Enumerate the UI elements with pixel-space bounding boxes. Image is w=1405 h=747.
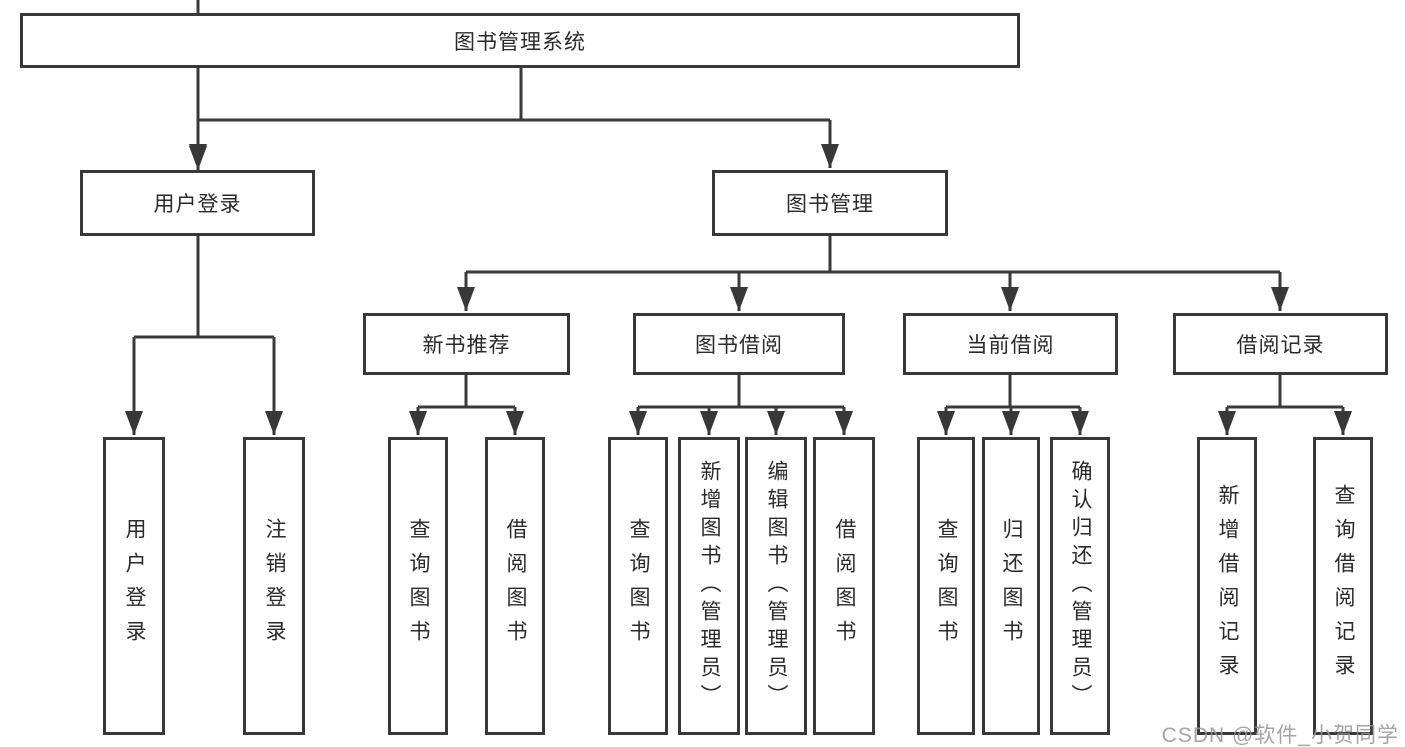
leaf-query-books-current: 查询图书 xyxy=(917,437,975,735)
leaf-query-books-borrowing: 查询图书 xyxy=(608,437,668,735)
node-label: 新书推荐 xyxy=(422,334,511,357)
node-label: 图书管理 xyxy=(786,193,874,216)
node-label: 新增图书（管理员） xyxy=(698,460,721,712)
node-label: 新增借阅记录 xyxy=(1216,484,1239,688)
node-label: 查询图书 xyxy=(407,518,430,654)
node-label: 用户登录 xyxy=(153,193,242,216)
node-label: 注销登录 xyxy=(263,518,286,654)
connector-borrow-records-to-leaves xyxy=(1218,375,1352,435)
csdn-watermark: CSDN @软件_小贺同学 xyxy=(1161,724,1399,747)
node-label: 查询借阅记录 xyxy=(1332,484,1355,688)
connector-user-login-to-leaves xyxy=(125,236,283,435)
node-label: 用户登录 xyxy=(123,518,146,654)
leaf-borrow-books-recommendation: 借阅图书 xyxy=(485,437,545,735)
leaf-edit-book-admin: 编辑图书（管理员） xyxy=(745,437,807,735)
node-label: 当前借阅 xyxy=(966,334,1055,357)
node-label: 查询图书 xyxy=(627,518,650,654)
node-label: 借阅图书 xyxy=(504,518,527,654)
leaf-confirm-return-admin: 确认归还（管理员） xyxy=(1050,437,1110,735)
connector-root-to-level2 xyxy=(189,0,839,170)
leaf-return-book: 归还图书 xyxy=(982,437,1040,735)
leaf-add-book-admin: 新增图书（管理员） xyxy=(678,437,740,735)
node-book-borrowing: 图书借阅 xyxy=(633,313,845,375)
node-label: 编辑图书（管理员） xyxy=(765,460,788,712)
node-label: 图书管理系统 xyxy=(454,30,586,54)
node-label: 确认归还（管理员） xyxy=(1069,460,1092,712)
node-book-management: 图书管理 xyxy=(712,170,948,236)
connector-book-mgmt-to-level3 xyxy=(457,236,1289,311)
node-user-login: 用户登录 xyxy=(80,170,315,236)
node-current-borrowing: 当前借阅 xyxy=(903,313,1118,375)
node-library-management-system: 图书管理系统 xyxy=(20,13,1020,68)
node-borrowing-records: 借阅记录 xyxy=(1173,313,1388,375)
leaf-logout: 注销登录 xyxy=(243,437,305,735)
node-label: 借阅记录 xyxy=(1236,334,1325,357)
leaf-query-borrow-record: 查询借阅记录 xyxy=(1313,437,1373,735)
node-label: 图书借阅 xyxy=(695,334,783,357)
node-label: 借阅图书 xyxy=(833,518,856,654)
connector-new-book-rec-to-leaves xyxy=(409,375,524,435)
leaf-borrow-books-borrowing: 借阅图书 xyxy=(813,437,875,735)
leaf-query-books-recommendation: 查询图书 xyxy=(388,437,448,735)
connector-book-borrow-to-leaves xyxy=(629,375,853,435)
node-label: 归还图书 xyxy=(1000,518,1023,654)
leaf-add-borrow-record: 新增借阅记录 xyxy=(1197,437,1257,735)
node-label: 查询图书 xyxy=(935,518,958,654)
node-new-book-recommendation: 新书推荐 xyxy=(363,313,570,375)
leaf-user-login: 用户登录 xyxy=(103,437,165,735)
connector-current-borrow-to-leaves xyxy=(937,375,1089,435)
